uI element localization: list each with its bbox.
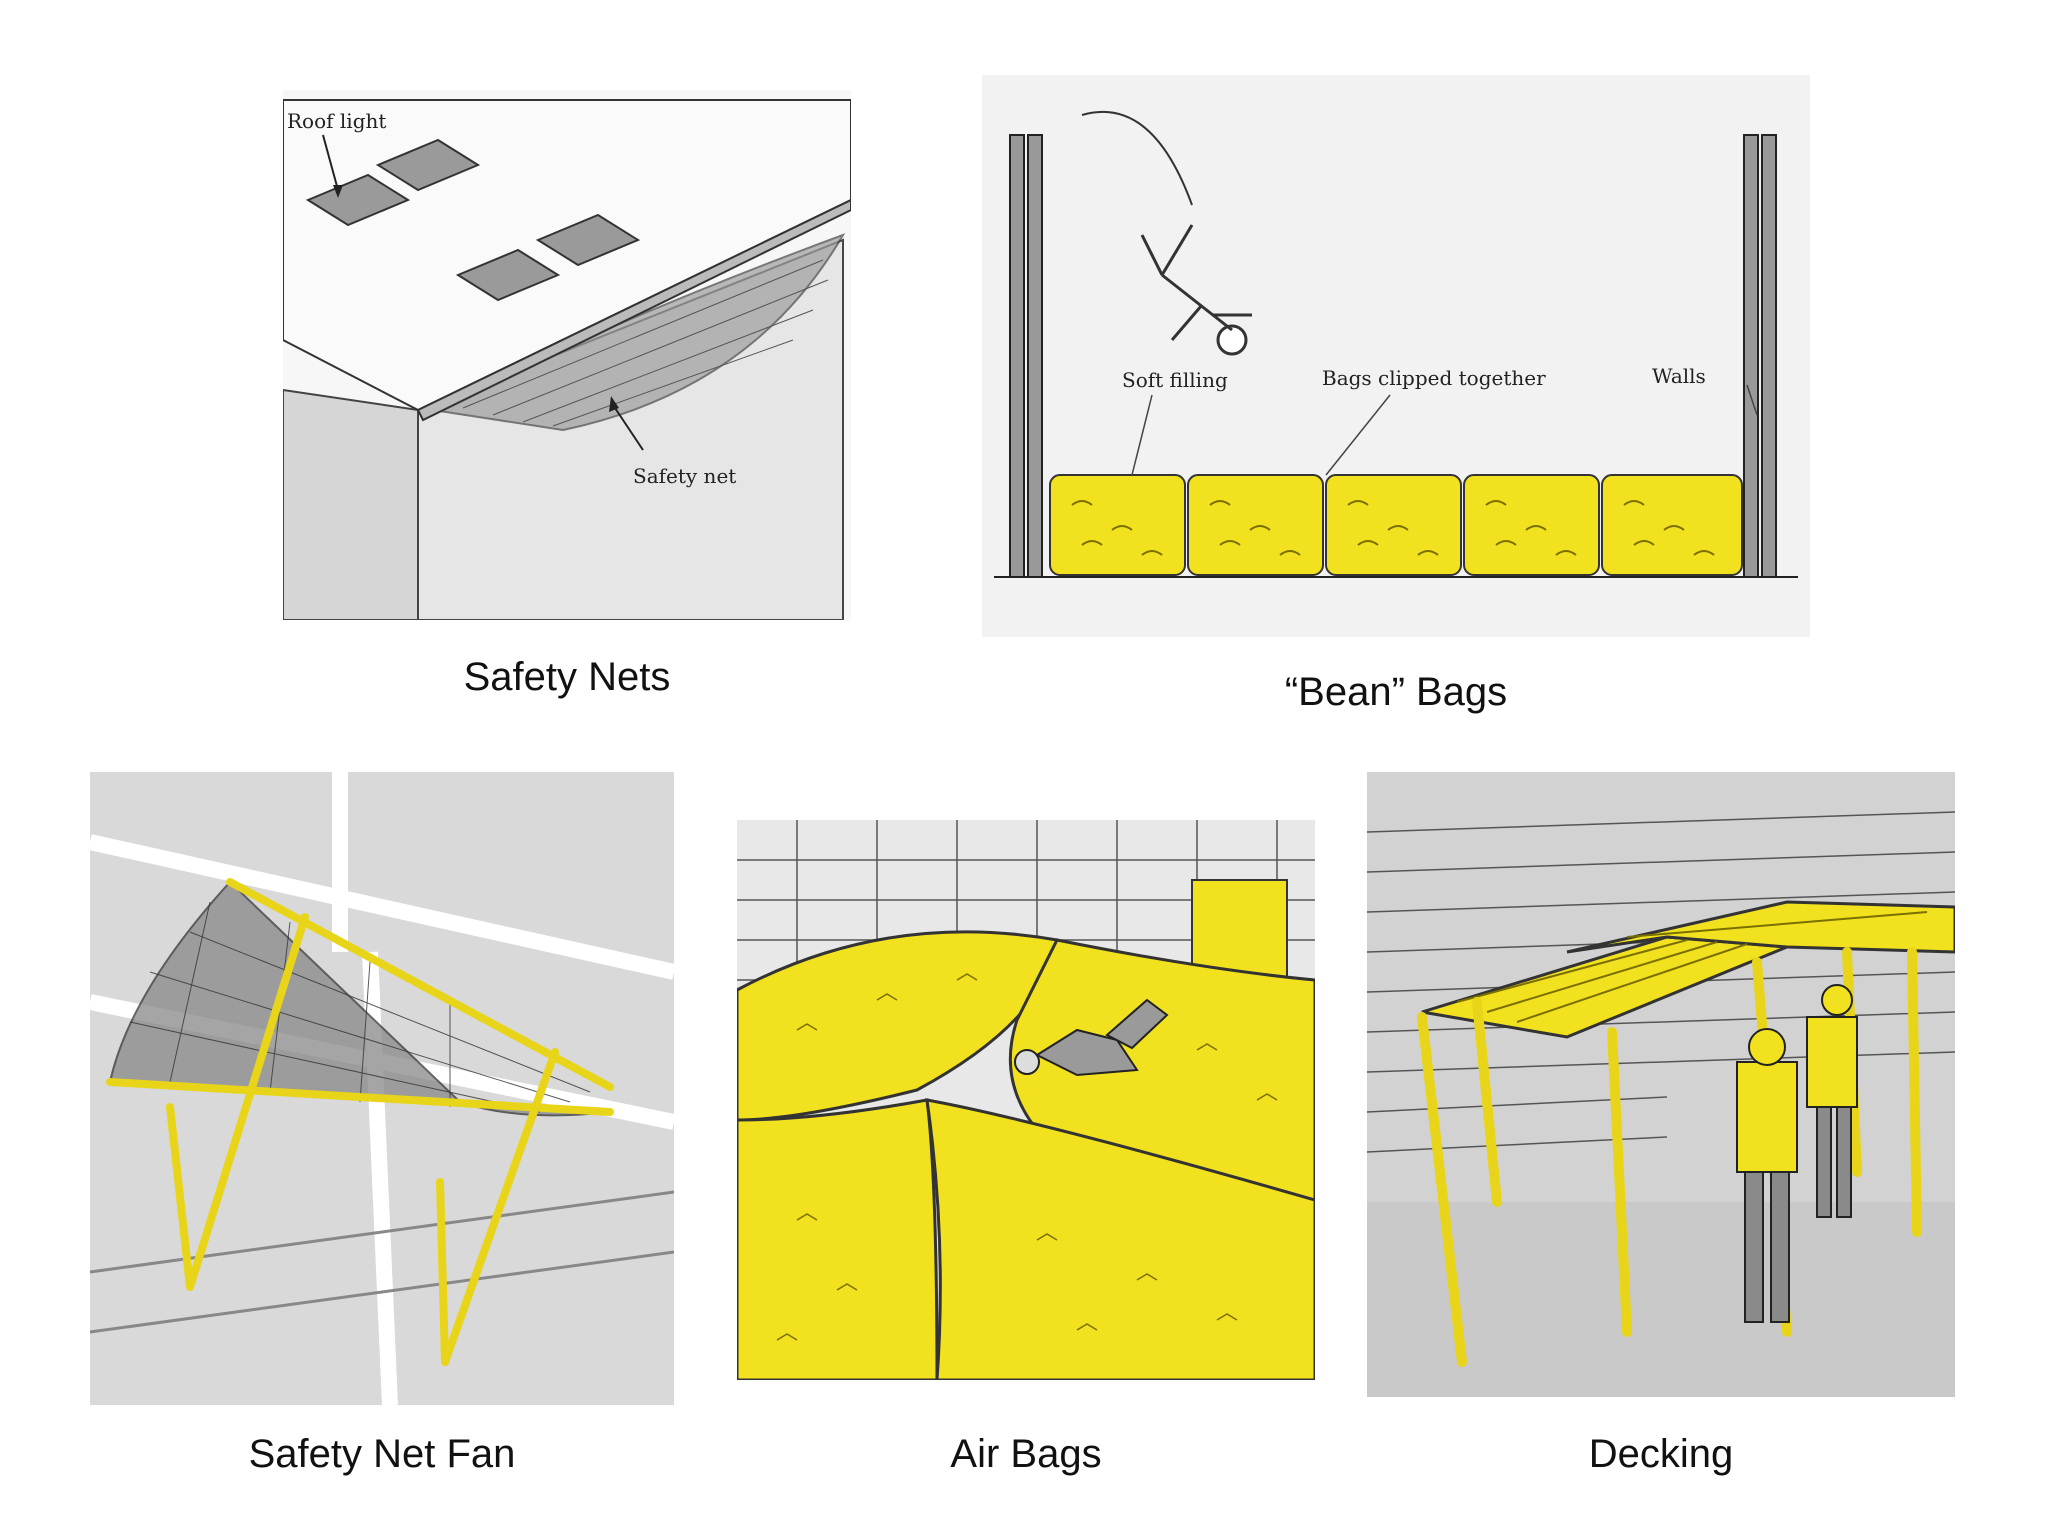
roof-light-label: Roof light (287, 109, 386, 133)
safety-net-label: Safety net (633, 464, 736, 488)
safety-nets-caption: Safety Nets (463, 655, 671, 699)
walls-label: Walls (1652, 364, 1706, 388)
decking-caption: Decking (1588, 1432, 1734, 1476)
bean-bags-caption: “Bean” Bags (1284, 670, 1508, 714)
air-bags-illustration (737, 820, 1315, 1380)
safety-nets-illustration: Roof light Safety net (283, 90, 851, 620)
bags-clipped-label: Bags clipped together (1322, 366, 1546, 390)
decking-illustration (1367, 772, 1955, 1397)
air-bags-caption: Air Bags (950, 1432, 1102, 1476)
bean-bags-illustration: Soft filling Bags clipped together Walls (982, 75, 1810, 637)
soft-filling-label: Soft filling (1122, 368, 1228, 392)
safety-net-fan-illustration (90, 772, 674, 1405)
safety-net-fan-caption: Safety Net Fan (248, 1432, 516, 1476)
